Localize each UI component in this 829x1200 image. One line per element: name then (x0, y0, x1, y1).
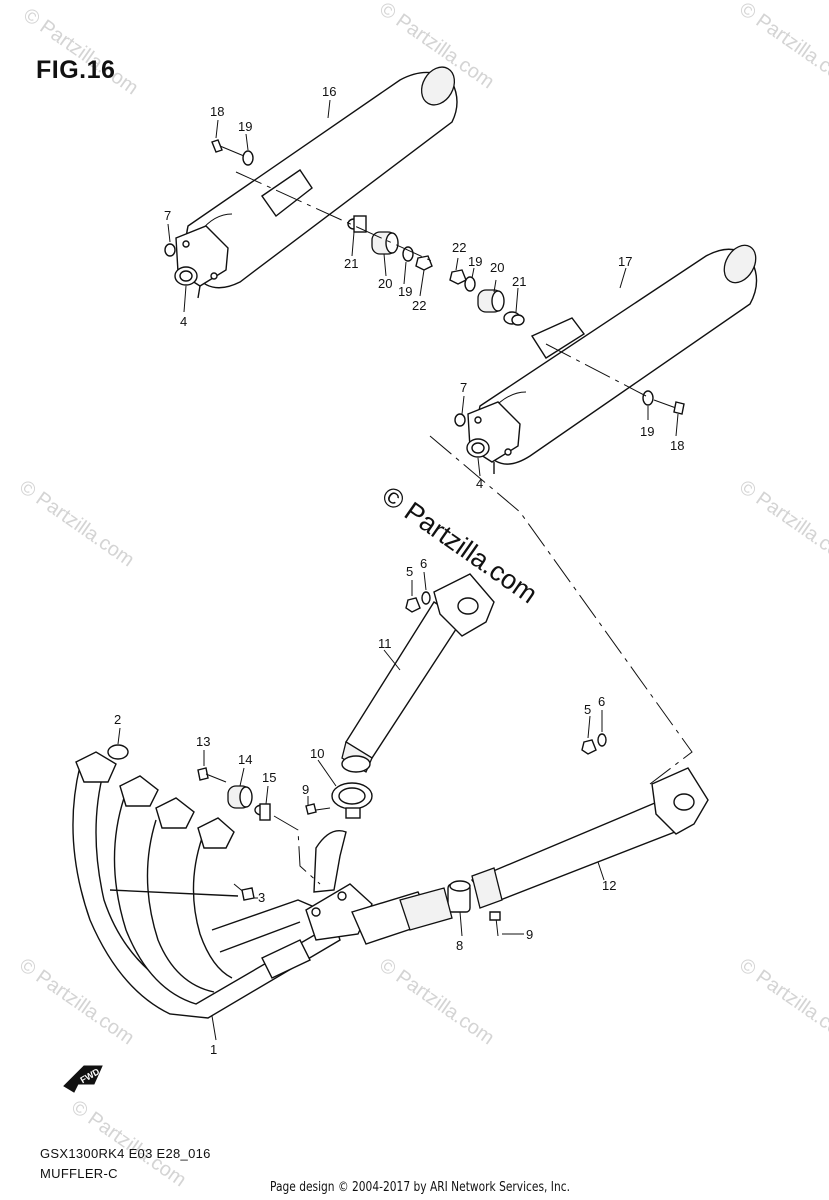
callout-5[interactable]: 5 (584, 702, 591, 717)
callout-16[interactable]: 16 (322, 84, 336, 99)
bolt-18[interactable] (211, 139, 245, 157)
collar-15[interactable] (254, 803, 271, 821)
callout-6[interactable]: 6 (598, 694, 605, 709)
callout-18[interactable]: 18 (210, 104, 224, 119)
watermark: © Partzilla.com (735, 954, 829, 1049)
washer-19[interactable] (642, 390, 654, 406)
callout-7[interactable]: 7 (460, 380, 467, 395)
section-name: MUFFLER-C (40, 1166, 118, 1181)
collar-21[interactable] (503, 311, 525, 326)
figure-title: FIG.16 (36, 56, 116, 84)
callout-9[interactable]: 9 (302, 782, 309, 797)
washer-19[interactable] (242, 150, 254, 166)
callout-20[interactable]: 20 (490, 260, 504, 275)
gasket-2[interactable] (107, 744, 129, 760)
callout-21[interactable]: 21 (512, 274, 526, 289)
cushion-20[interactable] (371, 231, 399, 255)
washer-7[interactable] (454, 413, 466, 427)
header-flanges (75, 751, 235, 849)
callout-14[interactable]: 14 (238, 752, 252, 767)
callout-6[interactable]: 6 (420, 556, 427, 571)
header-joint (305, 830, 453, 945)
washer-6[interactable] (597, 733, 607, 747)
bolt-18[interactable] (653, 399, 685, 415)
callout-15[interactable]: 15 (262, 770, 276, 785)
callout-9[interactable]: 9 (526, 927, 533, 942)
page-footer: Page design © 2004-2017 by ARI Network S… (270, 1180, 570, 1195)
model-code: GSX1300RK4 E03 E28_016 (40, 1146, 211, 1161)
bolt-9[interactable] (305, 803, 331, 815)
cushion-14[interactable] (227, 785, 253, 809)
clamp-10[interactable] (331, 782, 373, 819)
forward-arrow-icon: FWD (63, 1065, 103, 1093)
gasket-4[interactable] (174, 266, 198, 286)
washer-7[interactable] (164, 243, 176, 257)
callout-12[interactable]: 12 (602, 878, 616, 893)
callout-11[interactable]: 11 (378, 636, 392, 651)
part-callouts: 16 18 19 7 4 21 20 19 22 22 19 20 21 17 … (114, 84, 684, 1057)
pipe-12[interactable] (470, 767, 709, 909)
callout-21[interactable]: 21 (344, 256, 358, 271)
watermark: © Partzilla.com (735, 476, 829, 571)
cushion-20[interactable] (477, 289, 505, 313)
watermark: © Partzilla.com (735, 0, 829, 93)
callout-4[interactable]: 4 (180, 314, 187, 329)
muffler-16[interactable] (175, 61, 461, 299)
callout-10[interactable]: 10 (310, 746, 324, 761)
callout-5[interactable]: 5 (406, 564, 413, 579)
nut-22[interactable] (415, 255, 433, 271)
watermark: © Partzilla.com (375, 954, 498, 1049)
watermark: © Partzilla.com (19, 4, 142, 99)
exhaust-header-1[interactable] (72, 765, 343, 1019)
callout-22[interactable]: 22 (412, 298, 426, 313)
leader-lines (117, 99, 679, 1041)
bolt-13[interactable] (197, 767, 227, 783)
callout-19[interactable]: 19 (238, 119, 252, 134)
callout-22[interactable]: 22 (452, 240, 466, 255)
callout-8[interactable]: 8 (456, 938, 463, 953)
callout-13[interactable]: 13 (196, 734, 210, 749)
nut-5[interactable] (405, 597, 421, 613)
callout-3[interactable]: 3 (258, 890, 265, 905)
gasket-4[interactable] (466, 438, 490, 458)
nut-5[interactable] (581, 739, 597, 755)
nut-22[interactable] (449, 269, 467, 285)
watermark: © Partzilla.com (15, 476, 138, 571)
washer-6[interactable] (421, 591, 431, 605)
gasket-8[interactable] (447, 880, 471, 913)
callout-7[interactable]: 7 (164, 208, 171, 223)
pipe-11[interactable] (341, 573, 495, 773)
muffler-17[interactable] (467, 240, 762, 474)
callout-17[interactable]: 17 (618, 254, 632, 269)
callout-20[interactable]: 20 (378, 276, 392, 291)
callout-2[interactable]: 2 (114, 712, 121, 727)
callout-19[interactable]: 19 (640, 424, 654, 439)
callout-19[interactable]: 19 (398, 284, 412, 299)
callout-19[interactable]: 19 (468, 254, 482, 269)
callout-1[interactable]: 1 (210, 1042, 217, 1057)
washer-19[interactable] (402, 246, 414, 262)
callout-4[interactable]: 4 (476, 476, 483, 491)
bolt-9[interactable] (489, 911, 501, 937)
washer-19[interactable] (464, 276, 476, 292)
callout-18[interactable]: 18 (670, 438, 684, 453)
